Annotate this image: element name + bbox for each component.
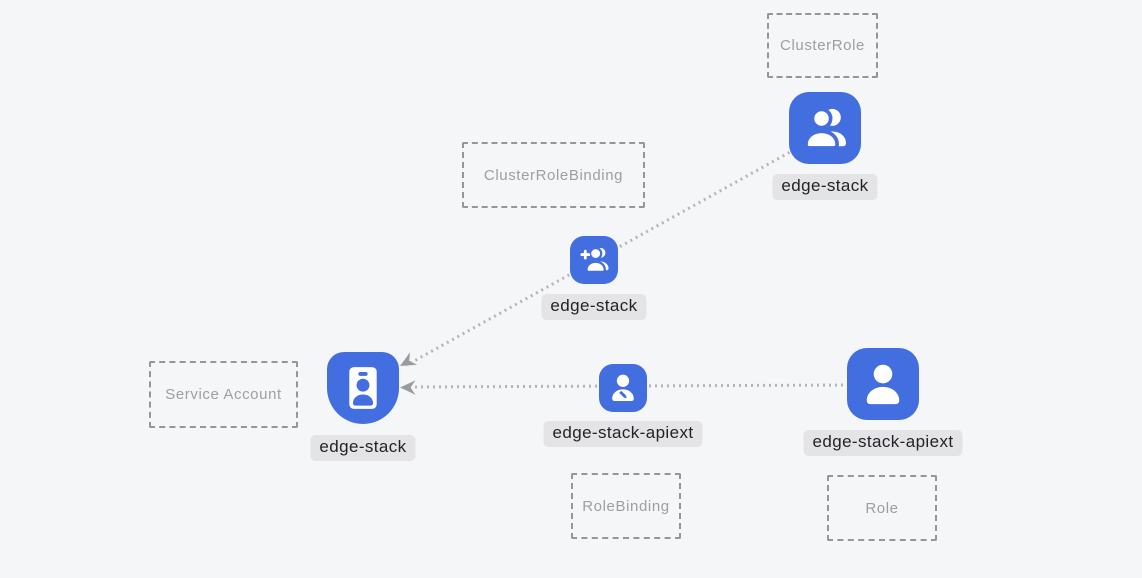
node-label-serviceaccount: edge-stack (310, 435, 416, 461)
users-icon (804, 107, 847, 150)
type-label-rolebinding: RoleBinding (582, 497, 670, 515)
user-edit-icon (612, 374, 634, 402)
node-label-clusterrolebinding: edge-stack (541, 294, 647, 320)
node-clusterrole[interactable] (789, 92, 861, 164)
id-badge-icon (349, 367, 377, 409)
type-label-role: Role (865, 499, 899, 517)
arrowhead-clusterrole-edge (400, 352, 418, 366)
user-icon (866, 364, 900, 405)
type-box-rolebinding: RoleBinding (571, 473, 681, 539)
node-clusterrolebinding[interactable] (570, 236, 618, 284)
node-rolebinding[interactable] (599, 364, 647, 412)
node-label-role: edge-stack-apiext (803, 430, 963, 456)
user-plus-icon (580, 246, 609, 273)
node-serviceaccount[interactable] (327, 352, 399, 424)
node-label-clusterrole: edge-stack (772, 174, 878, 200)
type-label-clusterrole: ClusterRole (780, 37, 865, 54)
type-box-clusterrolebinding: ClusterRoleBinding (462, 142, 645, 208)
node-role[interactable] (847, 348, 919, 420)
type-box-role: Role (827, 475, 937, 541)
node-label-rolebinding: edge-stack-apiext (543, 421, 703, 447)
type-box-clusterrole: ClusterRole (767, 13, 878, 78)
type-label-clusterrolebinding: ClusterRoleBinding (483, 166, 624, 184)
arrowhead-role-edge (400, 380, 416, 395)
type-label-serviceaccount: Service Account (165, 386, 282, 403)
type-box-serviceaccount: Service Account (149, 361, 298, 428)
